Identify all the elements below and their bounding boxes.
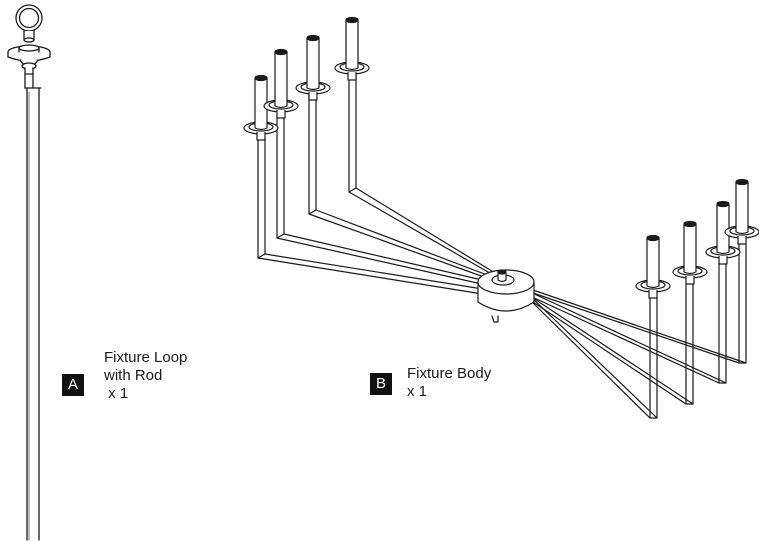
part-a-name-line2: with Rod <box>104 367 163 384</box>
part-a-quantity: x 1 <box>104 385 129 402</box>
candle-cup <box>705 200 741 265</box>
candle-cup <box>724 178 759 245</box>
part-a-badge: A <box>62 374 84 396</box>
part-a-name-line1: Fixture Loop <box>104 349 188 366</box>
candle-cup <box>334 16 370 81</box>
candle-cup <box>243 74 279 141</box>
part-b-name: Fixture Body <box>407 365 492 382</box>
candle-cup <box>672 220 708 285</box>
candle-cup <box>263 48 299 119</box>
part-b-badge: B <box>370 373 392 395</box>
candle-cup <box>635 234 671 299</box>
candle-cup <box>295 34 331 101</box>
part-b-quantity: x 1 <box>407 383 428 400</box>
